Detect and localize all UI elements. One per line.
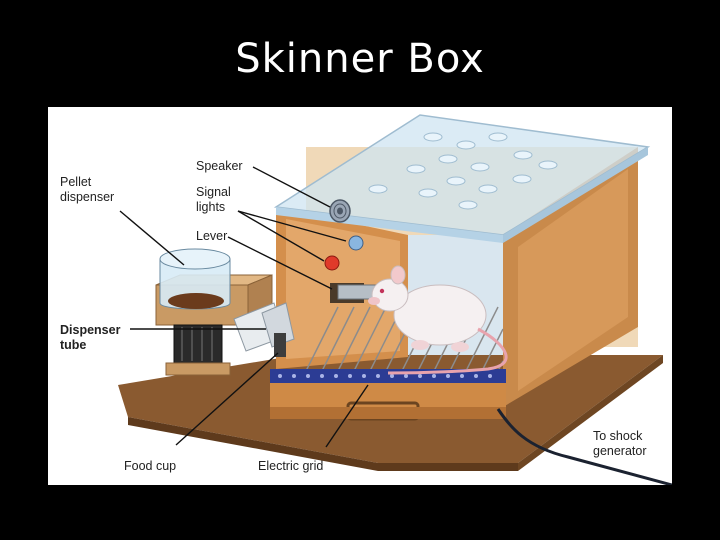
rat-icon [368,265,508,375]
lid-air-holes [368,132,558,210]
speaker-icon [329,199,351,223]
shock-cable [496,408,672,485]
label-electric-grid: Electric grid [258,459,324,473]
label-lever: Lever [196,229,228,243]
skinner-box-diagram: Pellet dispenser Speaker Signal lights L… [48,107,672,485]
pellet-dispenser-icon [155,248,273,376]
skinner-box-illustration [118,114,672,485]
leader-lines [119,166,369,448]
label-dispenser-tube: Dispenser tube [60,323,121,352]
label-food-cup: Food cup [124,459,177,473]
signal-light-red [324,255,340,271]
label-speaker: Speaker [196,159,243,173]
food-cup-icon [274,333,286,357]
label-shock-generator: To shock generator [593,429,647,458]
lever-icon [330,283,377,303]
slide-title: Skinner Box [235,36,485,82]
label-signal-lights: Signal lights [196,185,231,214]
signal-light-blue [348,235,364,251]
label-pellet-dispenser: Pellet dispenser [60,175,115,204]
